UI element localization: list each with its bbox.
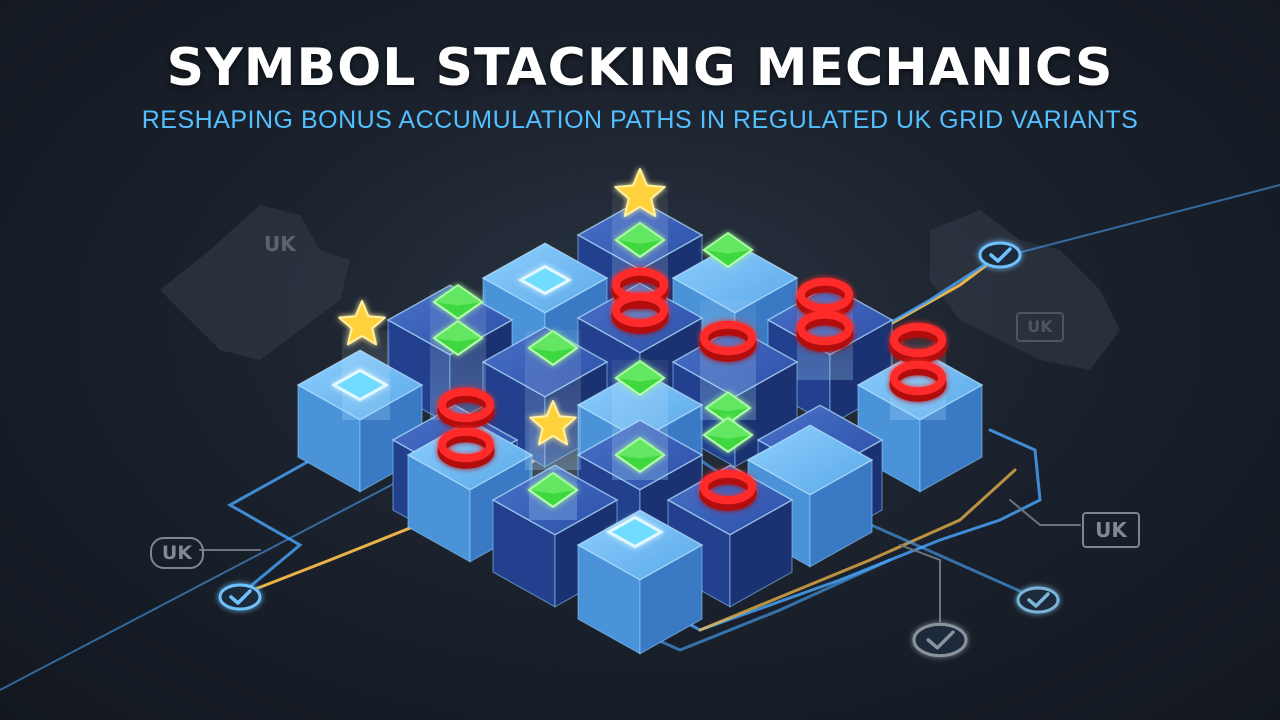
star-icon bbox=[614, 168, 666, 218]
red-ring-icon bbox=[889, 360, 947, 402]
cube bbox=[576, 509, 704, 655]
check-icon bbox=[912, 622, 968, 658]
star-icon bbox=[529, 400, 577, 446]
check-nodes bbox=[218, 241, 1060, 658]
red-ring-icon bbox=[796, 310, 854, 352]
uk-badge-map-right: UK bbox=[1016, 312, 1064, 342]
red-ring-icon bbox=[699, 469, 757, 511]
red-ring-icon bbox=[889, 322, 947, 364]
green-diamond-icon bbox=[614, 436, 666, 474]
check-icon bbox=[1016, 586, 1060, 614]
symbol-layer bbox=[330, 168, 947, 549]
green-diamond-icon bbox=[614, 221, 666, 259]
glow-tile-icon bbox=[330, 368, 390, 402]
check-icon bbox=[218, 583, 262, 611]
accent-line-bottom bbox=[0, 469, 421, 691]
glow-tile-icon bbox=[605, 515, 665, 549]
page-title: SYMBOL STACKING MECHANICS bbox=[166, 38, 1114, 98]
red-ring-icon bbox=[699, 320, 757, 362]
uk-badge-left: UK bbox=[150, 537, 204, 569]
green-diamond-icon bbox=[702, 416, 754, 454]
check-icon bbox=[978, 241, 1022, 269]
green-diamond-icon bbox=[432, 283, 484, 321]
map-silhouette-left bbox=[160, 205, 350, 360]
green-diamond-icon bbox=[702, 231, 754, 269]
red-ring-icon bbox=[437, 387, 495, 429]
green-diamond-icon bbox=[614, 359, 666, 397]
page-subtitle: RESHAPING BONUS ACCUMULATION PATHS IN RE… bbox=[141, 106, 1139, 134]
uk-badge-right: UK bbox=[1082, 512, 1140, 548]
red-ring-icon bbox=[611, 292, 669, 334]
map-silhouette-right bbox=[930, 210, 1120, 370]
green-diamond-icon bbox=[527, 329, 579, 367]
accent-line-top bbox=[1009, 184, 1280, 256]
glow-tile-icon bbox=[517, 264, 573, 296]
star-icon bbox=[338, 300, 386, 346]
green-diamond-icon bbox=[527, 471, 579, 509]
green-diamond-icon bbox=[432, 319, 484, 357]
uk-map-label: UK bbox=[264, 232, 296, 256]
red-ring-icon bbox=[437, 427, 495, 469]
